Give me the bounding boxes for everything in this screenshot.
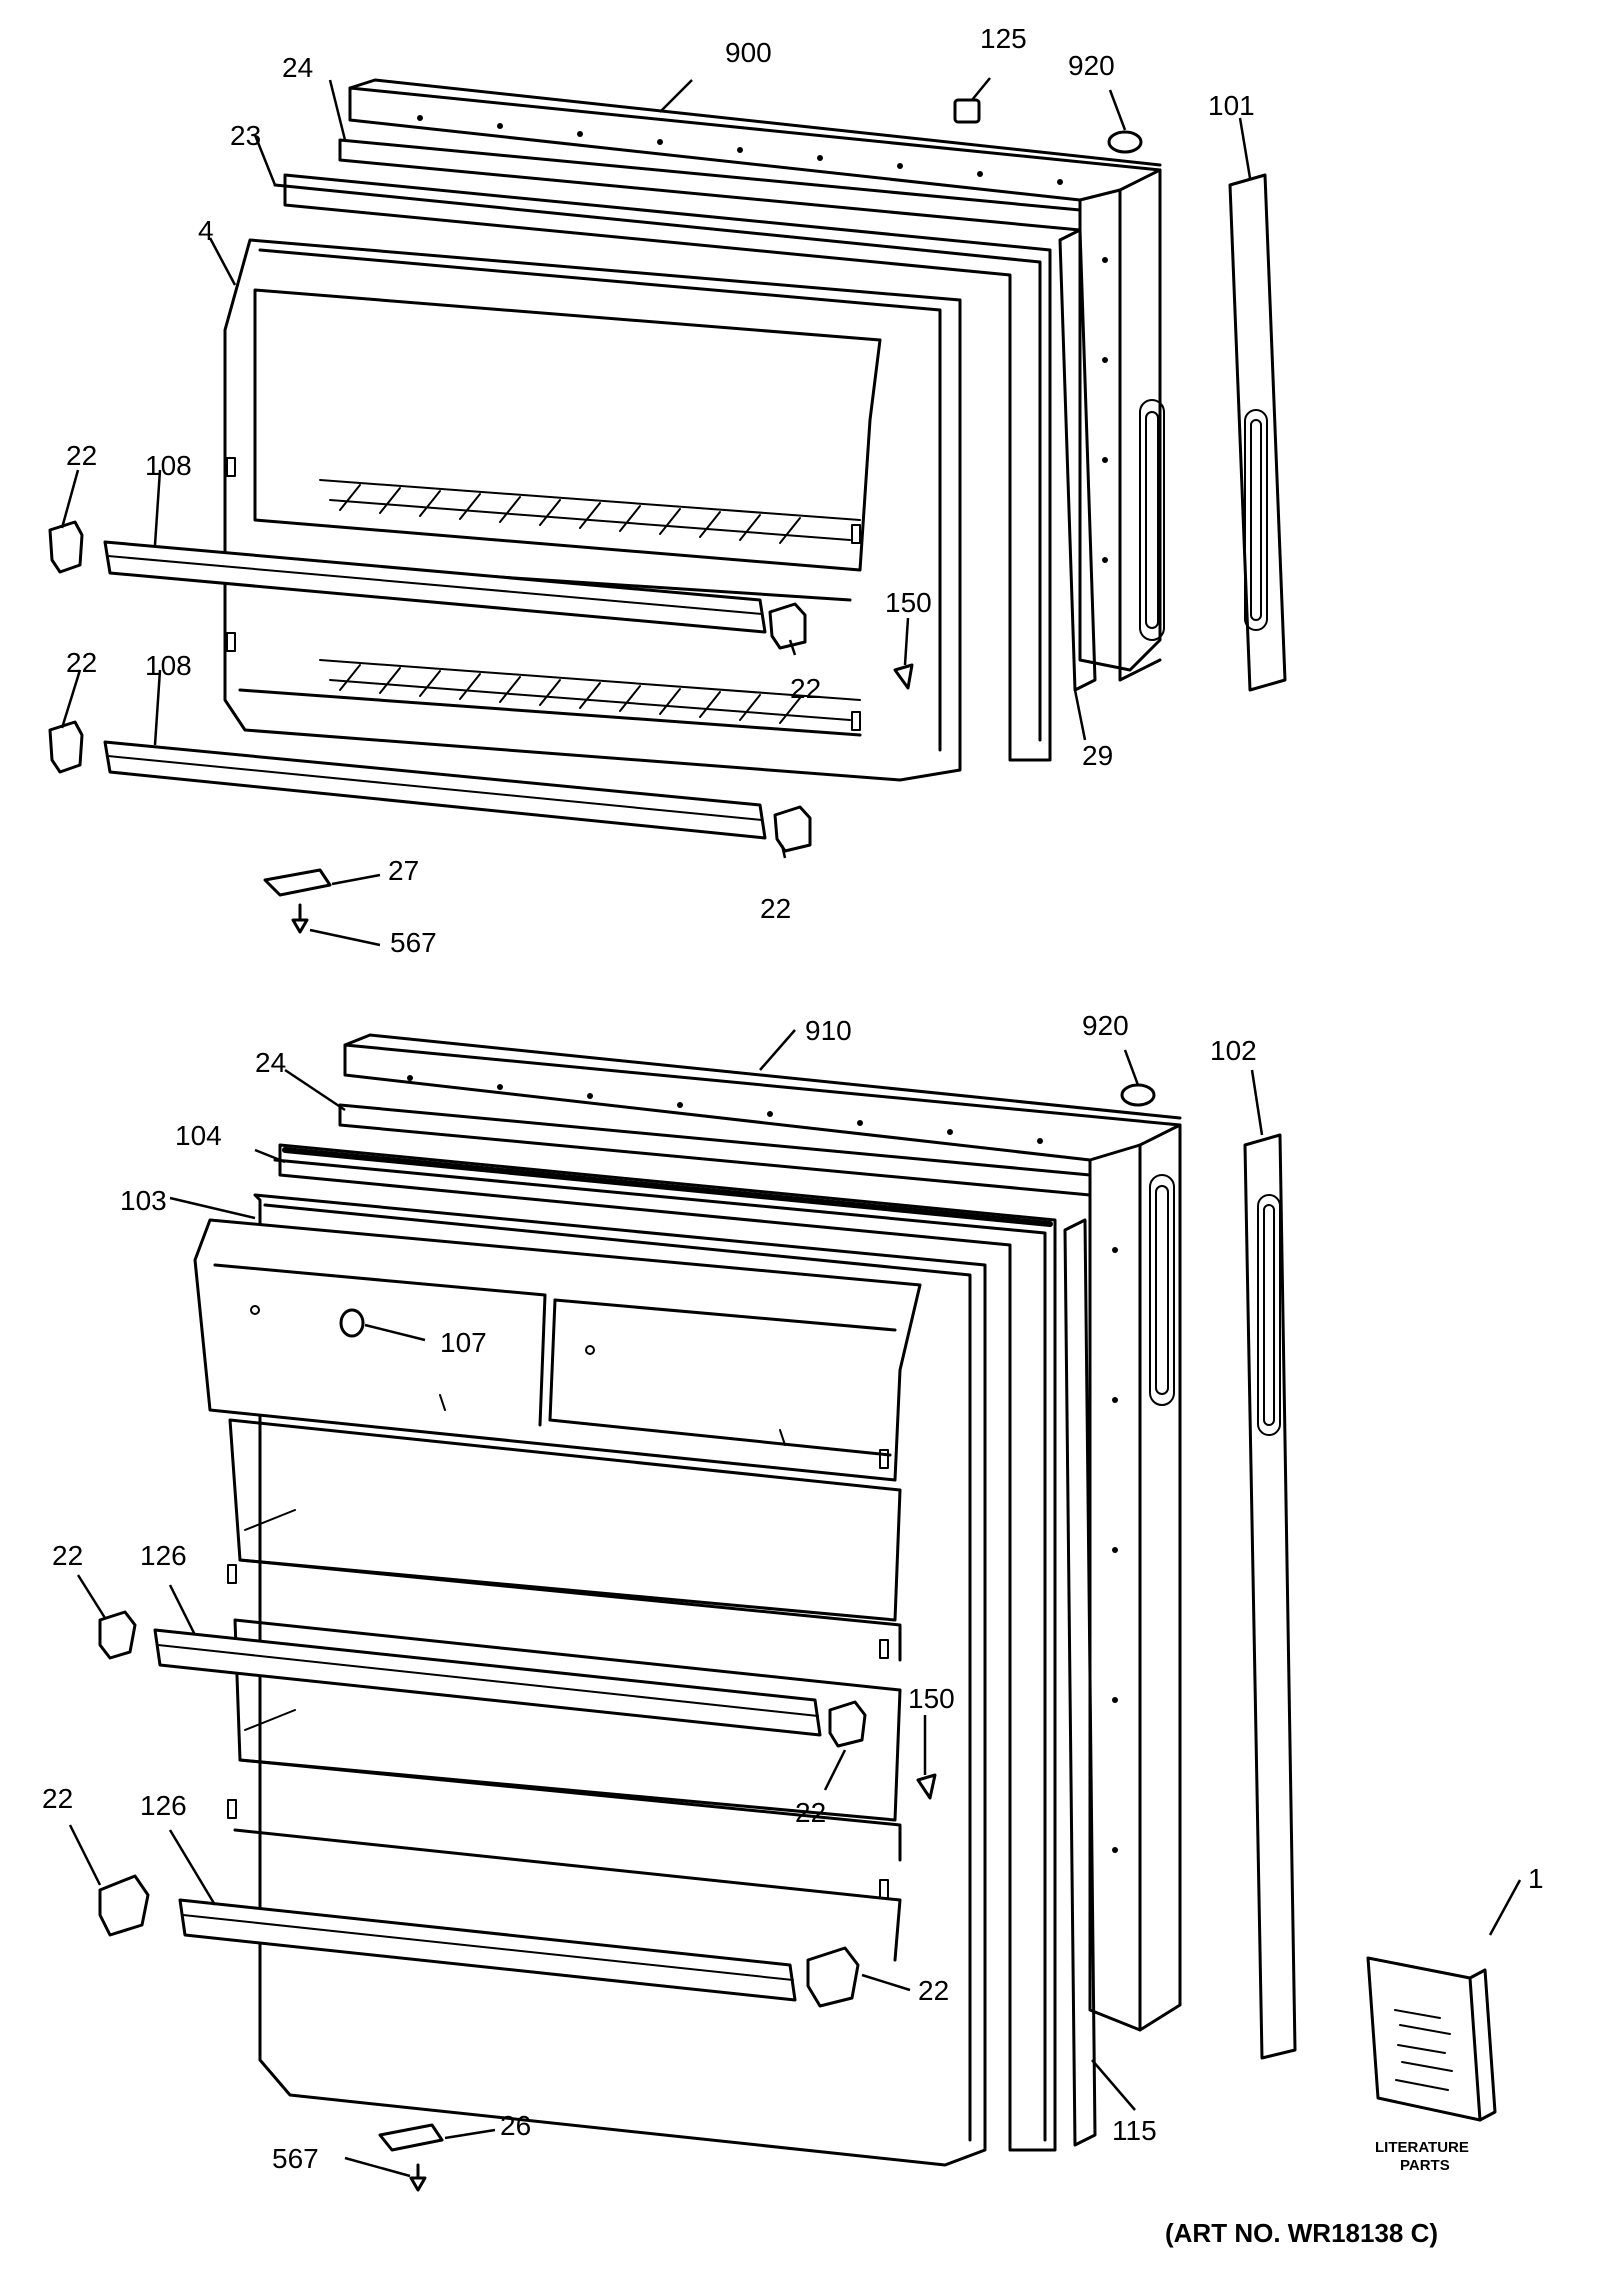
freezer-callout-22-top-right: 22 (790, 673, 821, 704)
freezer-gasket-side (1058, 228, 1097, 692)
freezer-clip-top-right (768, 602, 807, 650)
freezer-callout-150: 150 (885, 587, 932, 618)
freezer-callout-108-top: 108 (145, 450, 192, 481)
fresh-food-hinge (378, 2123, 444, 2152)
freezer-callout-29: 29 (1082, 740, 1113, 771)
fresh-food-callout-115: 115 (1112, 2115, 1157, 2146)
literature-label-line1: LITERATURE (1375, 2139, 1469, 2156)
fresh-food-callout-104: 104 (175, 1120, 222, 1151)
freezer-plug-right (1107, 130, 1143, 154)
fresh-food-gasket-side (1063, 1218, 1097, 2147)
freezer-door-assembly: 900 125 920 101 24 23 4 22 108 22 108 15… (48, 23, 1287, 958)
fresh-food-callout-22-top-right: 22 (795, 1797, 826, 1828)
fresh-food-callout-567: 567 (272, 2143, 319, 2174)
freezer-callout-24: 24 (282, 52, 313, 83)
freezer-callout-22-bottom-left: 22 (66, 647, 97, 678)
fresh-food-gasket-top (338, 1103, 1092, 1197)
fresh-food-shelf-bar-bottom (178, 1898, 797, 2002)
fresh-food-callout-22-bottom-right: 22 (918, 1975, 949, 2006)
fresh-food-callout-126-bottom: 126 (140, 1790, 187, 1821)
fresh-food-callout-24: 24 (255, 1047, 286, 1078)
fresh-food-callout-26: 26 (500, 2110, 531, 2141)
fresh-food-callout-150: 150 (908, 1683, 955, 1714)
freezer-callout-23: 23 (230, 120, 261, 151)
fresh-food-shelf-bar-top (153, 1628, 822, 1737)
dairy-button (339, 1308, 365, 1338)
freezer-outer-door (348, 78, 1165, 682)
fresh-food-screw (409, 2163, 427, 2192)
fresh-food-outer-door (343, 1033, 1182, 2032)
fresh-food-callout-107: 107 (440, 1327, 487, 1358)
fresh-food-plug-right (1120, 1083, 1156, 1107)
fresh-food-callout-22-bottom-left: 22 (42, 1783, 73, 1814)
fresh-food-callout-126-top: 126 (140, 1540, 187, 1571)
freezer-liner (273, 173, 1052, 762)
fresh-food-door-assembly: LITERATURE PARTS 910 920 102 (42, 1010, 1544, 2192)
freezer-callout-567: 567 (390, 927, 437, 958)
freezer-callout-108-bottom: 108 (145, 650, 192, 681)
freezer-clip-bottom-left (48, 720, 84, 774)
freezer-callout-101: 101 (1208, 90, 1255, 121)
freezer-stop (893, 663, 914, 690)
literature-label-line2: PARTS (1400, 2157, 1450, 2174)
freezer-callout-27: 27 (388, 855, 419, 886)
freezer-shelf-bar-bottom (103, 740, 767, 840)
freezer-clip-bottom-right (773, 805, 812, 853)
fresh-food-stop (916, 1773, 937, 1800)
fresh-food-callout-22-top-left: 22 (52, 1540, 83, 1571)
art-number: (ART NO. WR18138 C) (1165, 2218, 1438, 2248)
freezer-callout-22-top-left: 22 (66, 440, 97, 471)
freezer-callout-900: 900 (725, 37, 772, 68)
freezer-screw (291, 903, 309, 934)
freezer-shelf-bar-top (103, 540, 767, 634)
fresh-food-callout-103: 103 (120, 1185, 167, 1216)
fresh-food-callout-102: 102 (1210, 1035, 1257, 1066)
freezer-handle (1228, 173, 1287, 692)
fresh-food-callout-910: 910 (805, 1015, 852, 1046)
freezer-inner-panel (223, 238, 962, 782)
freezer-callout-125: 125 (980, 23, 1027, 54)
fresh-food-clip-top-left (98, 1610, 137, 1660)
literature-booklet: LITERATURE PARTS (1366, 1956, 1497, 2174)
freezer-callout-920: 920 (1068, 50, 1115, 81)
fresh-food-clip-bottom-left (98, 1874, 150, 1937)
freezer-clip-top-left (48, 520, 84, 574)
freezer-hinge (263, 868, 332, 897)
fresh-food-callout-920: 920 (1082, 1010, 1129, 1041)
freezer-plug (953, 98, 981, 124)
fresh-food-handle (1243, 1133, 1297, 2060)
fresh-food-clip-bottom-right (806, 1946, 860, 2008)
freezer-callout-4: 4 (198, 215, 214, 246)
fresh-food-clip-top-right (828, 1700, 867, 1748)
fresh-food-callout-1: 1 (1528, 1863, 1544, 1894)
fresh-food-liner (273, 1143, 1057, 2152)
freezer-callout-22-bottom-right: 22 (760, 893, 791, 924)
